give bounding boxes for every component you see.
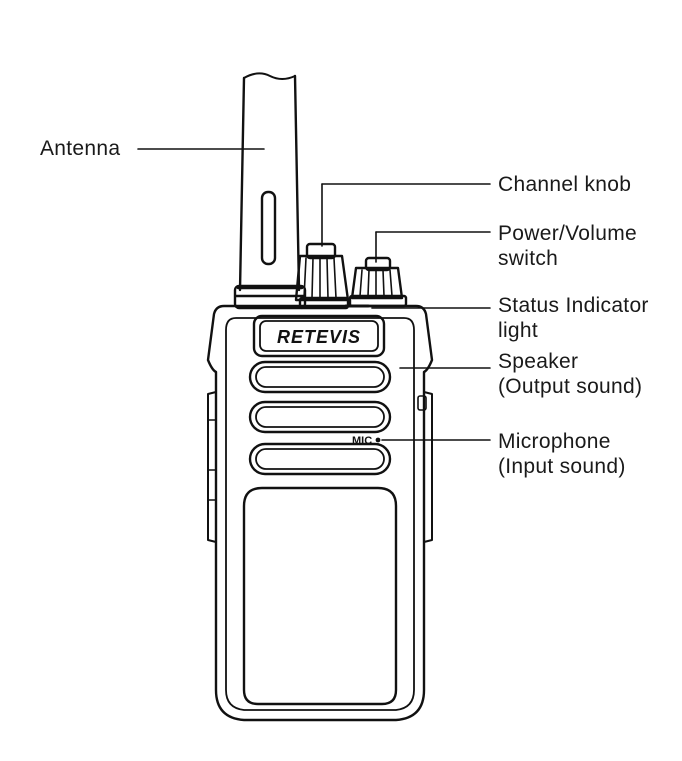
brand-plate bbox=[252, 314, 386, 358]
label-antenna: Antenna bbox=[40, 136, 120, 161]
lower-panel bbox=[242, 486, 398, 706]
label-speaker: Speaker (Output sound) bbox=[498, 349, 642, 399]
channel-knob bbox=[294, 242, 350, 310]
radio-body bbox=[206, 304, 434, 722]
mic-hole bbox=[375, 437, 381, 443]
power-volume-knob bbox=[348, 256, 408, 308]
label-speaker-line2: (Output sound) bbox=[498, 375, 643, 398]
label-channel-knob-text: Channel knob bbox=[498, 173, 632, 196]
callout-lines bbox=[137, 148, 491, 441]
label-power-volume: Power/Volume switch bbox=[498, 221, 637, 271]
label-microphone: Microphone (Input sound) bbox=[498, 429, 626, 479]
label-antenna-text: Antenna bbox=[40, 137, 121, 160]
label-power-volume-line1: Power/Volume bbox=[498, 222, 638, 245]
label-power-volume-line2: switch bbox=[498, 247, 559, 270]
label-channel-knob: Channel knob bbox=[498, 172, 631, 197]
label-speaker-line1: Speaker bbox=[498, 350, 579, 373]
label-microphone-line1: Microphone bbox=[498, 430, 611, 453]
brand-logo: RETEVIS bbox=[277, 327, 361, 347]
label-status-light-line1: Status Indicator bbox=[498, 294, 649, 317]
speaker-grille bbox=[248, 360, 392, 476]
label-microphone-line2: (Input sound) bbox=[498, 455, 626, 478]
label-status-light-line2: light bbox=[498, 319, 539, 342]
antenna bbox=[233, 72, 307, 310]
mic-mark: MIC bbox=[352, 435, 372, 447]
label-status-light: Status Indicator light bbox=[498, 293, 649, 343]
